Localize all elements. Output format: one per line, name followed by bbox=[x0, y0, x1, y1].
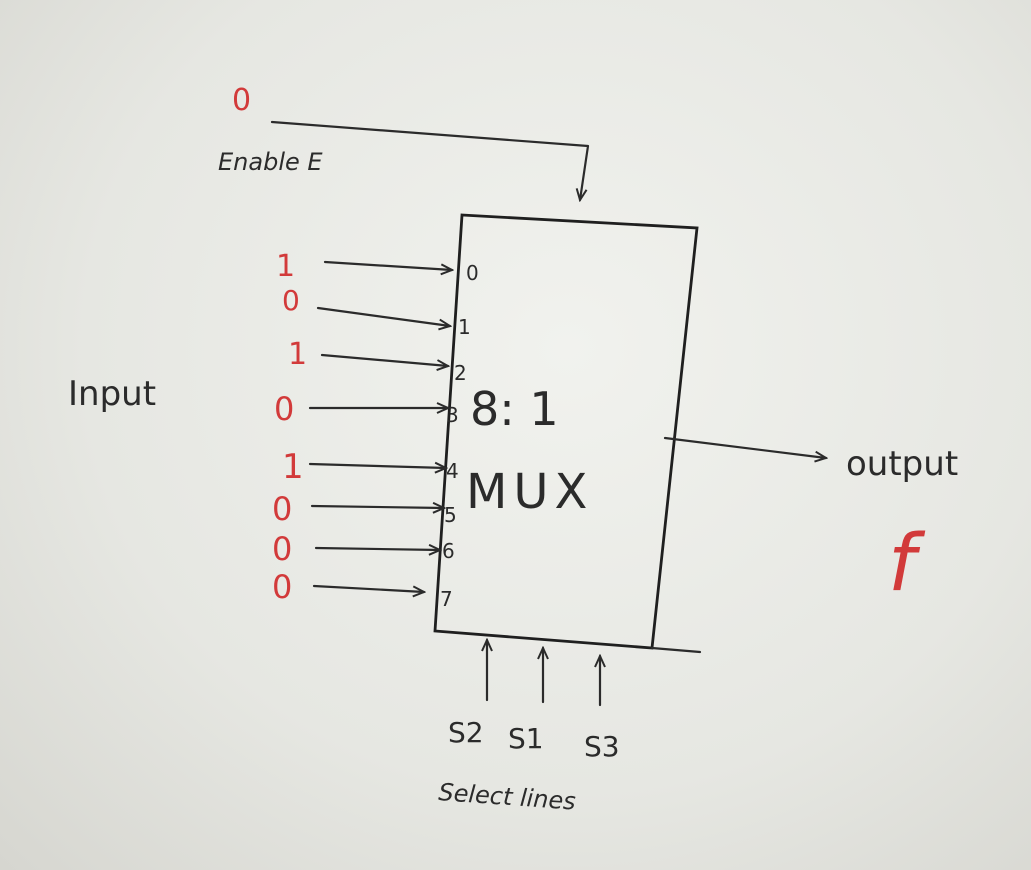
select-label-s2: S2 bbox=[448, 716, 484, 749]
mux-name: MUX bbox=[466, 464, 593, 520]
input-arrow-2 bbox=[320, 353, 448, 366]
input-arrow-1 bbox=[316, 306, 450, 326]
pin-label-0: 0 bbox=[466, 261, 479, 285]
pin-label-4: 4 bbox=[446, 459, 459, 483]
input-value-1: 0 bbox=[282, 284, 300, 317]
enable-label: Enable E bbox=[218, 148, 323, 176]
input-arrow-7 bbox=[312, 584, 424, 592]
output-symbol: f bbox=[888, 519, 926, 609]
select-label-s1: S1 bbox=[508, 722, 544, 755]
pin-label-1: 1 bbox=[458, 315, 471, 339]
enable-value: 0 bbox=[232, 83, 251, 118]
input-value-2: 1 bbox=[288, 337, 307, 372]
input-arrow-5 bbox=[310, 506, 444, 508]
input-value-6: 0 bbox=[272, 530, 292, 568]
pin-label-2: 2 bbox=[454, 361, 467, 385]
input-value-0: 1 bbox=[276, 249, 295, 284]
pin-label-5: 5 bbox=[444, 503, 457, 527]
pin-label-3: 3 bbox=[446, 403, 459, 427]
input-arrow-4 bbox=[308, 464, 446, 468]
output-arrow bbox=[663, 436, 826, 458]
select-label-s3: S3 bbox=[584, 730, 620, 763]
input-arrow-6 bbox=[314, 548, 440, 550]
select-lines-label: Select lines bbox=[438, 778, 577, 816]
enable-line bbox=[270, 120, 590, 200]
mux-box-bottom-ext bbox=[650, 646, 702, 654]
input-arrow-0 bbox=[323, 260, 452, 270]
select-arrows bbox=[487, 640, 600, 707]
output-label: output bbox=[846, 444, 958, 484]
input-value-3: 0 bbox=[274, 390, 294, 428]
mux-ratio: 8: 1 bbox=[470, 382, 559, 436]
pin-label-7: 7 bbox=[440, 587, 453, 611]
input-value-5: 0 bbox=[272, 490, 292, 528]
pin-label-6: 6 bbox=[442, 539, 455, 563]
input-arrows bbox=[308, 260, 452, 592]
pin-labels: 0 1 2 3 4 5 6 7 bbox=[440, 261, 479, 611]
input-values: 1 0 1 0 1 0 0 0 bbox=[272, 249, 307, 606]
input-value-7: 0 bbox=[272, 568, 292, 606]
input-value-4: 1 bbox=[282, 447, 304, 487]
input-label: Input bbox=[68, 374, 156, 414]
